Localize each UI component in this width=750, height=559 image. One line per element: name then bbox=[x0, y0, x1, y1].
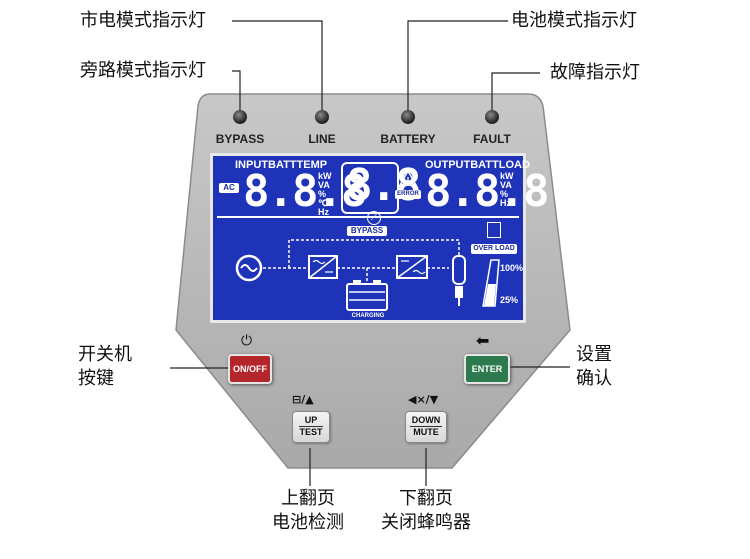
left-unit-va: VA bbox=[318, 180, 330, 190]
line-mode-callout: 市电模式指示灯 bbox=[80, 10, 206, 31]
fault-led-label: FAULT bbox=[473, 132, 511, 146]
right-units: kW VA % Hz bbox=[500, 172, 514, 208]
enter-arrow-icon: ⬅ bbox=[476, 331, 490, 350]
down-label: DOWN bbox=[410, 415, 442, 427]
warning-icon: ! bbox=[399, 170, 417, 186]
leader-lines bbox=[170, 20, 570, 486]
up-key-callout-line1: 上翻页 bbox=[281, 488, 335, 509]
battery-mode-callout: 电池模式指示灯 bbox=[511, 10, 637, 31]
onoff-button[interactable]: ON/OFF bbox=[228, 354, 272, 384]
down-key-callout: 下翻页 关闭蜂鸣器 bbox=[366, 487, 486, 535]
lcd-screen: INPUTBATTTEMP OUTPUTBATTLOAD AC 8.8.8 kW… bbox=[210, 153, 549, 323]
up-label: UP bbox=[299, 415, 323, 427]
load-level-bar bbox=[482, 259, 500, 307]
fault-callout: 故障指示灯 bbox=[550, 62, 640, 83]
battery-up-icon: ⊟/▲ bbox=[292, 393, 314, 406]
ac-source-icon bbox=[235, 254, 263, 282]
svg-text:!: ! bbox=[407, 176, 410, 186]
load-high-label: 100% bbox=[500, 263, 524, 273]
left-digits: 8.8.8 bbox=[243, 166, 367, 217]
input-header: INPUTBATTTEMP bbox=[235, 159, 328, 171]
up-key-callout: 上翻页 电池检测 bbox=[258, 487, 358, 535]
rectifier-icon bbox=[308, 255, 338, 279]
error-indicator: ERROR bbox=[395, 190, 421, 199]
bypass-indicator: BYPASS bbox=[347, 226, 387, 236]
line-led-label: LINE bbox=[308, 132, 336, 146]
enter-button[interactable]: ENTER bbox=[464, 354, 510, 384]
power-key-callout-line2: 按键 bbox=[78, 368, 114, 389]
right-unit-hz: Hz bbox=[500, 198, 511, 208]
inverter-icon bbox=[396, 255, 428, 279]
left-unit-kw: kW bbox=[318, 171, 332, 181]
up-test-button[interactable]: UP TEST bbox=[292, 411, 330, 443]
right-unit-kw: kW bbox=[500, 171, 514, 181]
ac-indicator: AC bbox=[219, 183, 239, 193]
power-icon: ⏻ bbox=[241, 333, 253, 349]
setting-callout-line2: 确认 bbox=[576, 368, 612, 389]
bypass-led-label: BYPASS bbox=[215, 132, 265, 146]
power-flow-diagram bbox=[235, 239, 500, 311]
charging-indicator: CHARGING bbox=[345, 312, 391, 320]
wrench-icon: ⟋ bbox=[367, 211, 381, 225]
load-icon bbox=[487, 222, 501, 238]
down-key-callout-line2: 关闭蜂鸣器 bbox=[381, 512, 471, 533]
left-unit-pct: % bbox=[318, 189, 327, 199]
power-key-callout: 开关机 按键 bbox=[78, 343, 132, 391]
overload-indicator: OVER LOAD bbox=[471, 244, 517, 254]
left-units: kW VA % ℃ Hz bbox=[318, 172, 332, 217]
mute-down-icon: ◀×/▼ bbox=[408, 393, 439, 406]
mute-label: MUTE bbox=[413, 427, 439, 437]
right-digits: 8.8.8 bbox=[425, 166, 549, 217]
up-key-callout-line2: 电池检测 bbox=[272, 512, 344, 533]
left-unit-hz: Hz bbox=[318, 207, 329, 217]
battery-led bbox=[401, 110, 415, 124]
setting-callout-line1: 设置 bbox=[576, 344, 612, 365]
lcd-divider bbox=[217, 216, 519, 218]
down-mute-button[interactable]: DOWN MUTE bbox=[405, 411, 447, 443]
down-key-callout-line1: 下翻页 bbox=[399, 488, 453, 509]
right-unit-pct: % bbox=[500, 189, 509, 199]
power-key-callout-line1: 开关机 bbox=[78, 344, 132, 365]
right-unit-va: VA bbox=[500, 180, 512, 190]
setting-callout: 设置 确认 bbox=[576, 343, 612, 391]
line-led bbox=[315, 110, 329, 124]
test-label: TEST bbox=[299, 427, 323, 437]
lamp-load-icon bbox=[452, 255, 466, 306]
battery-icon bbox=[346, 280, 388, 311]
bypass-led bbox=[233, 110, 247, 124]
load-low-label: 25% bbox=[500, 295, 519, 305]
output-header: OUTPUTBATTLOAD bbox=[425, 159, 530, 171]
bypass-mode-callout: 旁路模式指示灯 bbox=[80, 60, 206, 81]
battery-led-label: BATTERY bbox=[380, 132, 436, 146]
left-unit-temp: ℃ bbox=[318, 198, 329, 208]
fault-led bbox=[485, 110, 499, 124]
